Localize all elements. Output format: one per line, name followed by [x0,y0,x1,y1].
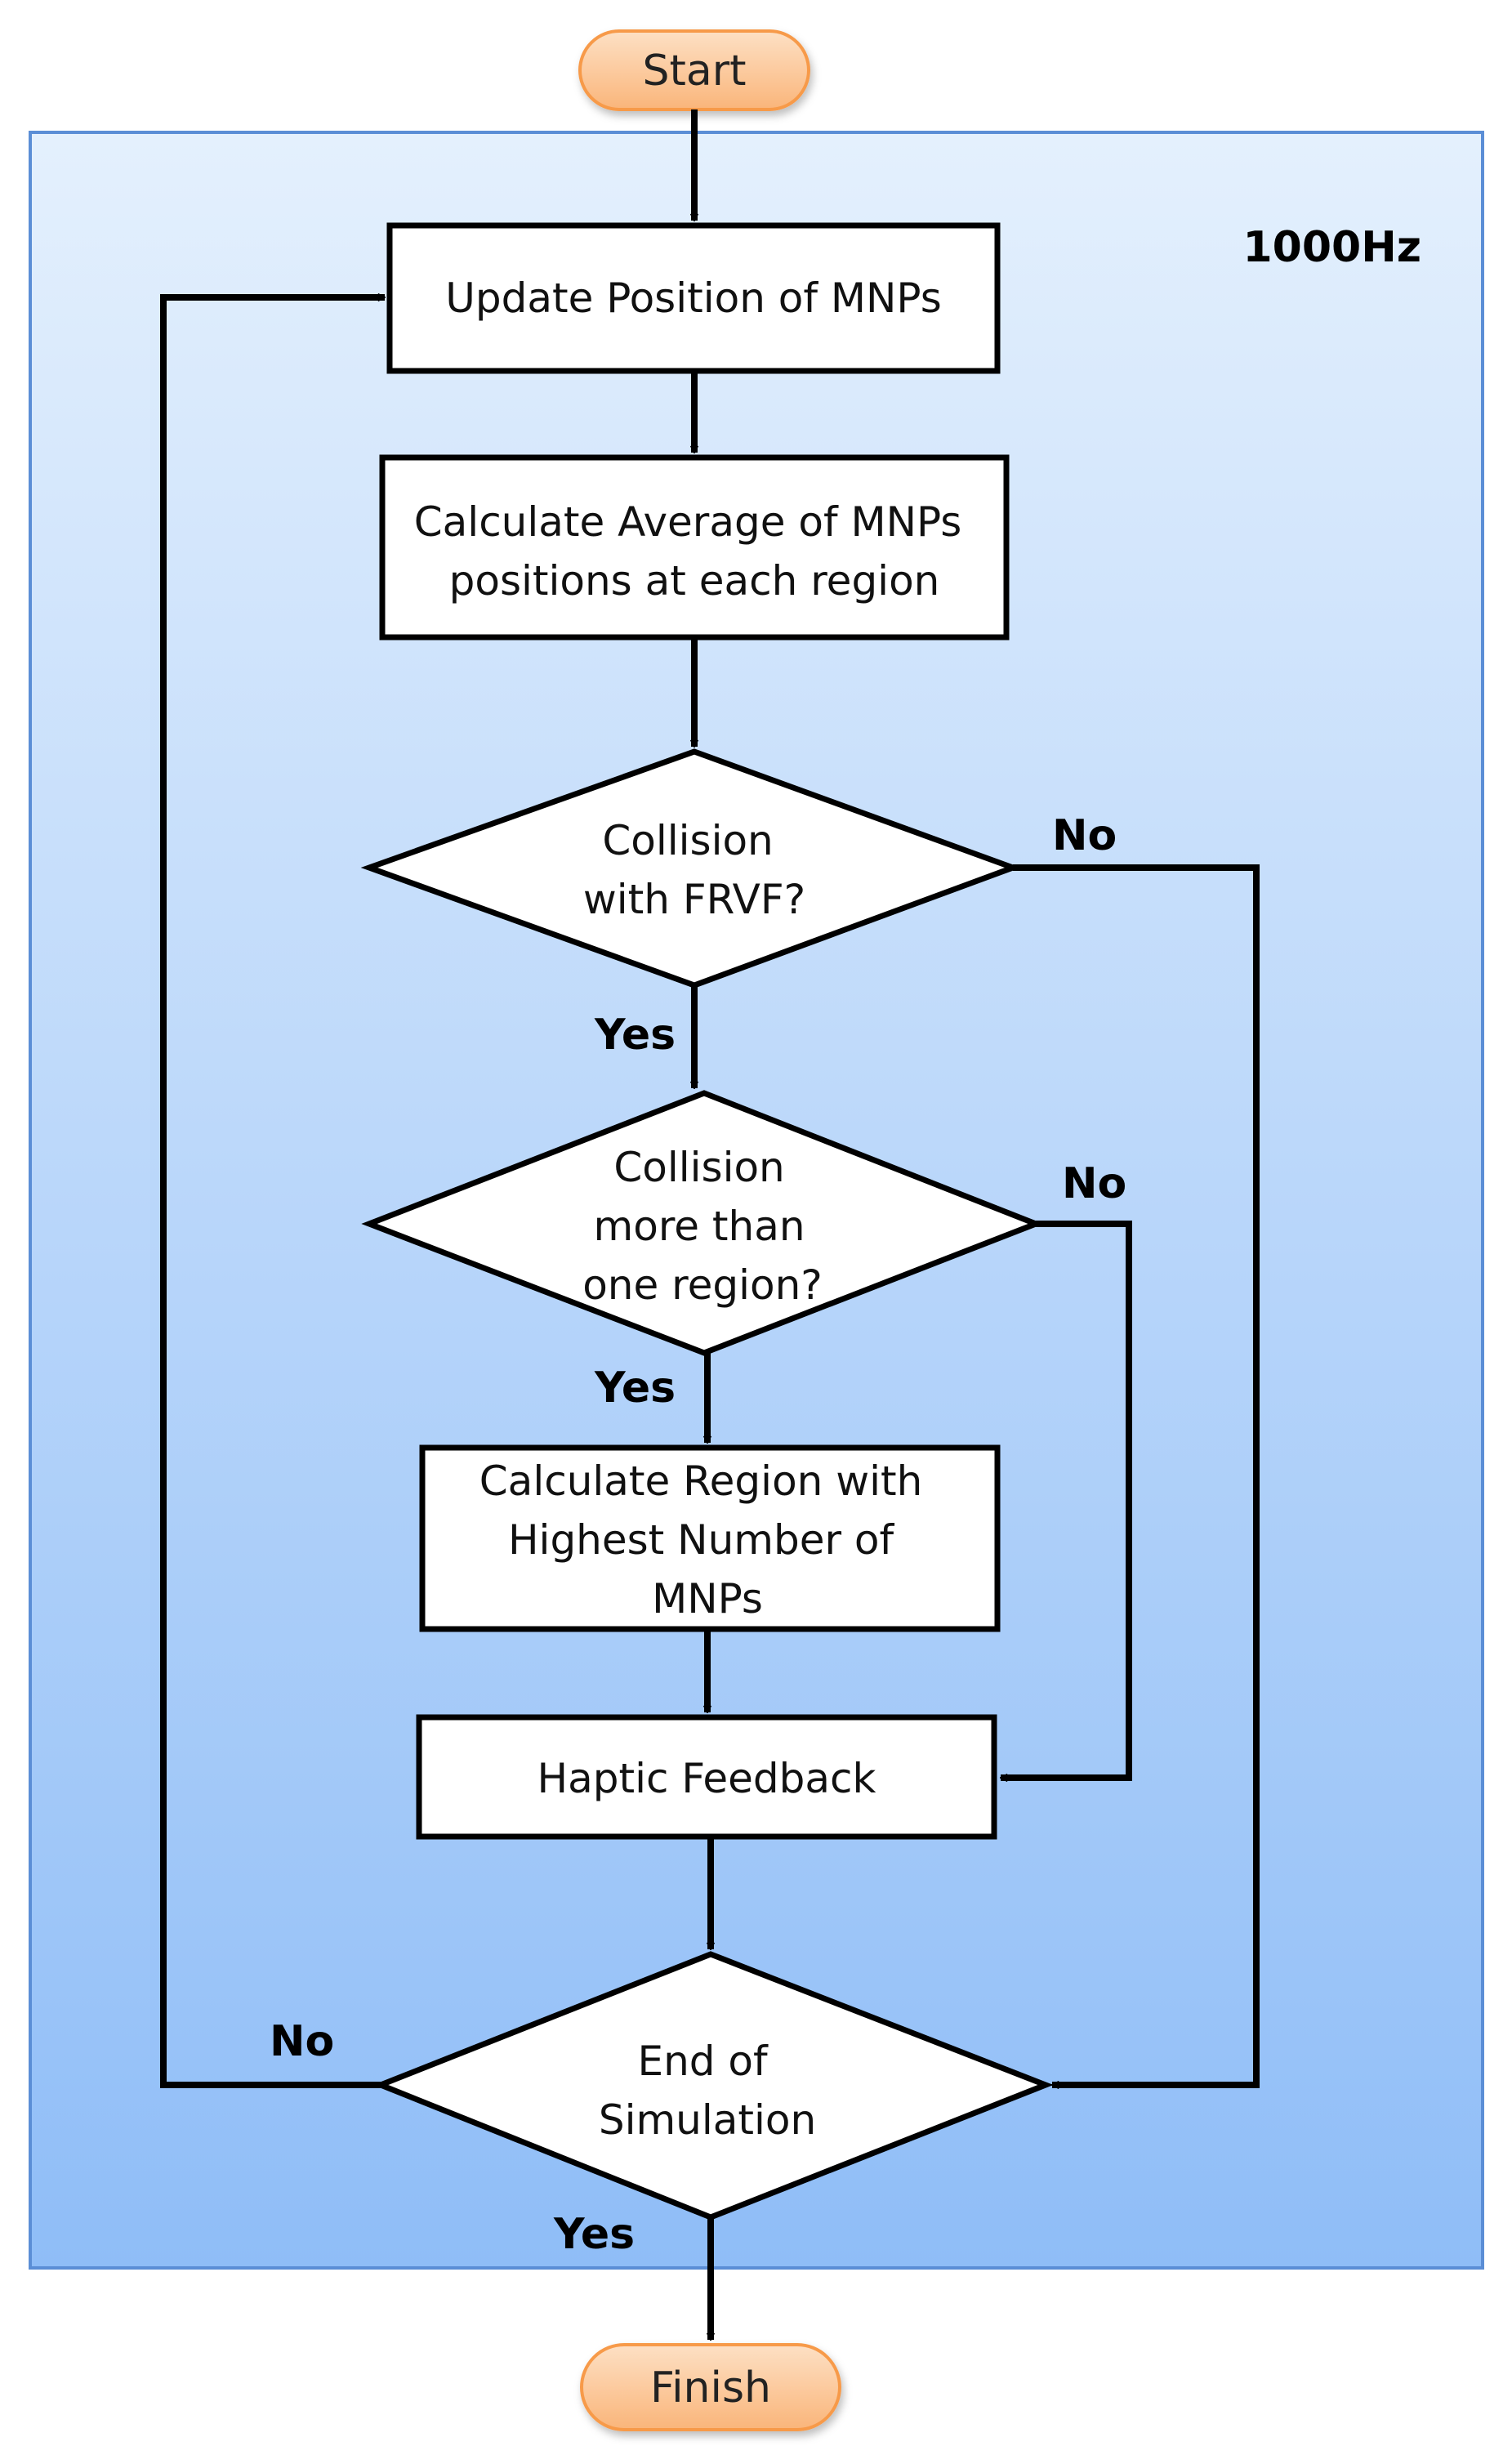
finish-label: Finish [650,2364,771,2413]
collision-regions-text: Collision more than one region? [582,1144,823,1309]
arrow-regions-no-to-haptic [1001,1221,1132,1778]
frvf-no-label: No [1052,811,1117,860]
end-yes-label: Yes [553,2210,635,2259]
arrow-frvf-no-to-end [1013,864,1260,2085]
arrow-end-no-to-update [160,297,385,2088]
end-no-label: No [270,2017,334,2066]
frequency-label: 1000Hz [1242,223,1421,272]
start-label: Start [642,47,746,96]
update-position-text: Update Position of MNPs [445,275,942,322]
frvf-yes-label: Yes [594,1011,676,1060]
haptic-feedback-text: Haptic Feedback [537,1755,876,1802]
finish-terminal [580,2343,841,2431]
regions-no-label: No [1062,1159,1126,1208]
calculate-region-text: Calculate Region with Highest Number of … [479,1457,935,1623]
calculate-average-text: Calculate Average of MNPs positions at e… [414,498,975,605]
calculate-average-box [379,454,1010,641]
collision-frvf-text: Collision with FRVF? [583,817,805,923]
end-simulation-text: End of Simulation [599,2038,816,2144]
haptic-feedback-box [416,1714,997,1840]
regions-yes-label: Yes [594,1364,676,1413]
update-position-box [386,222,1001,374]
